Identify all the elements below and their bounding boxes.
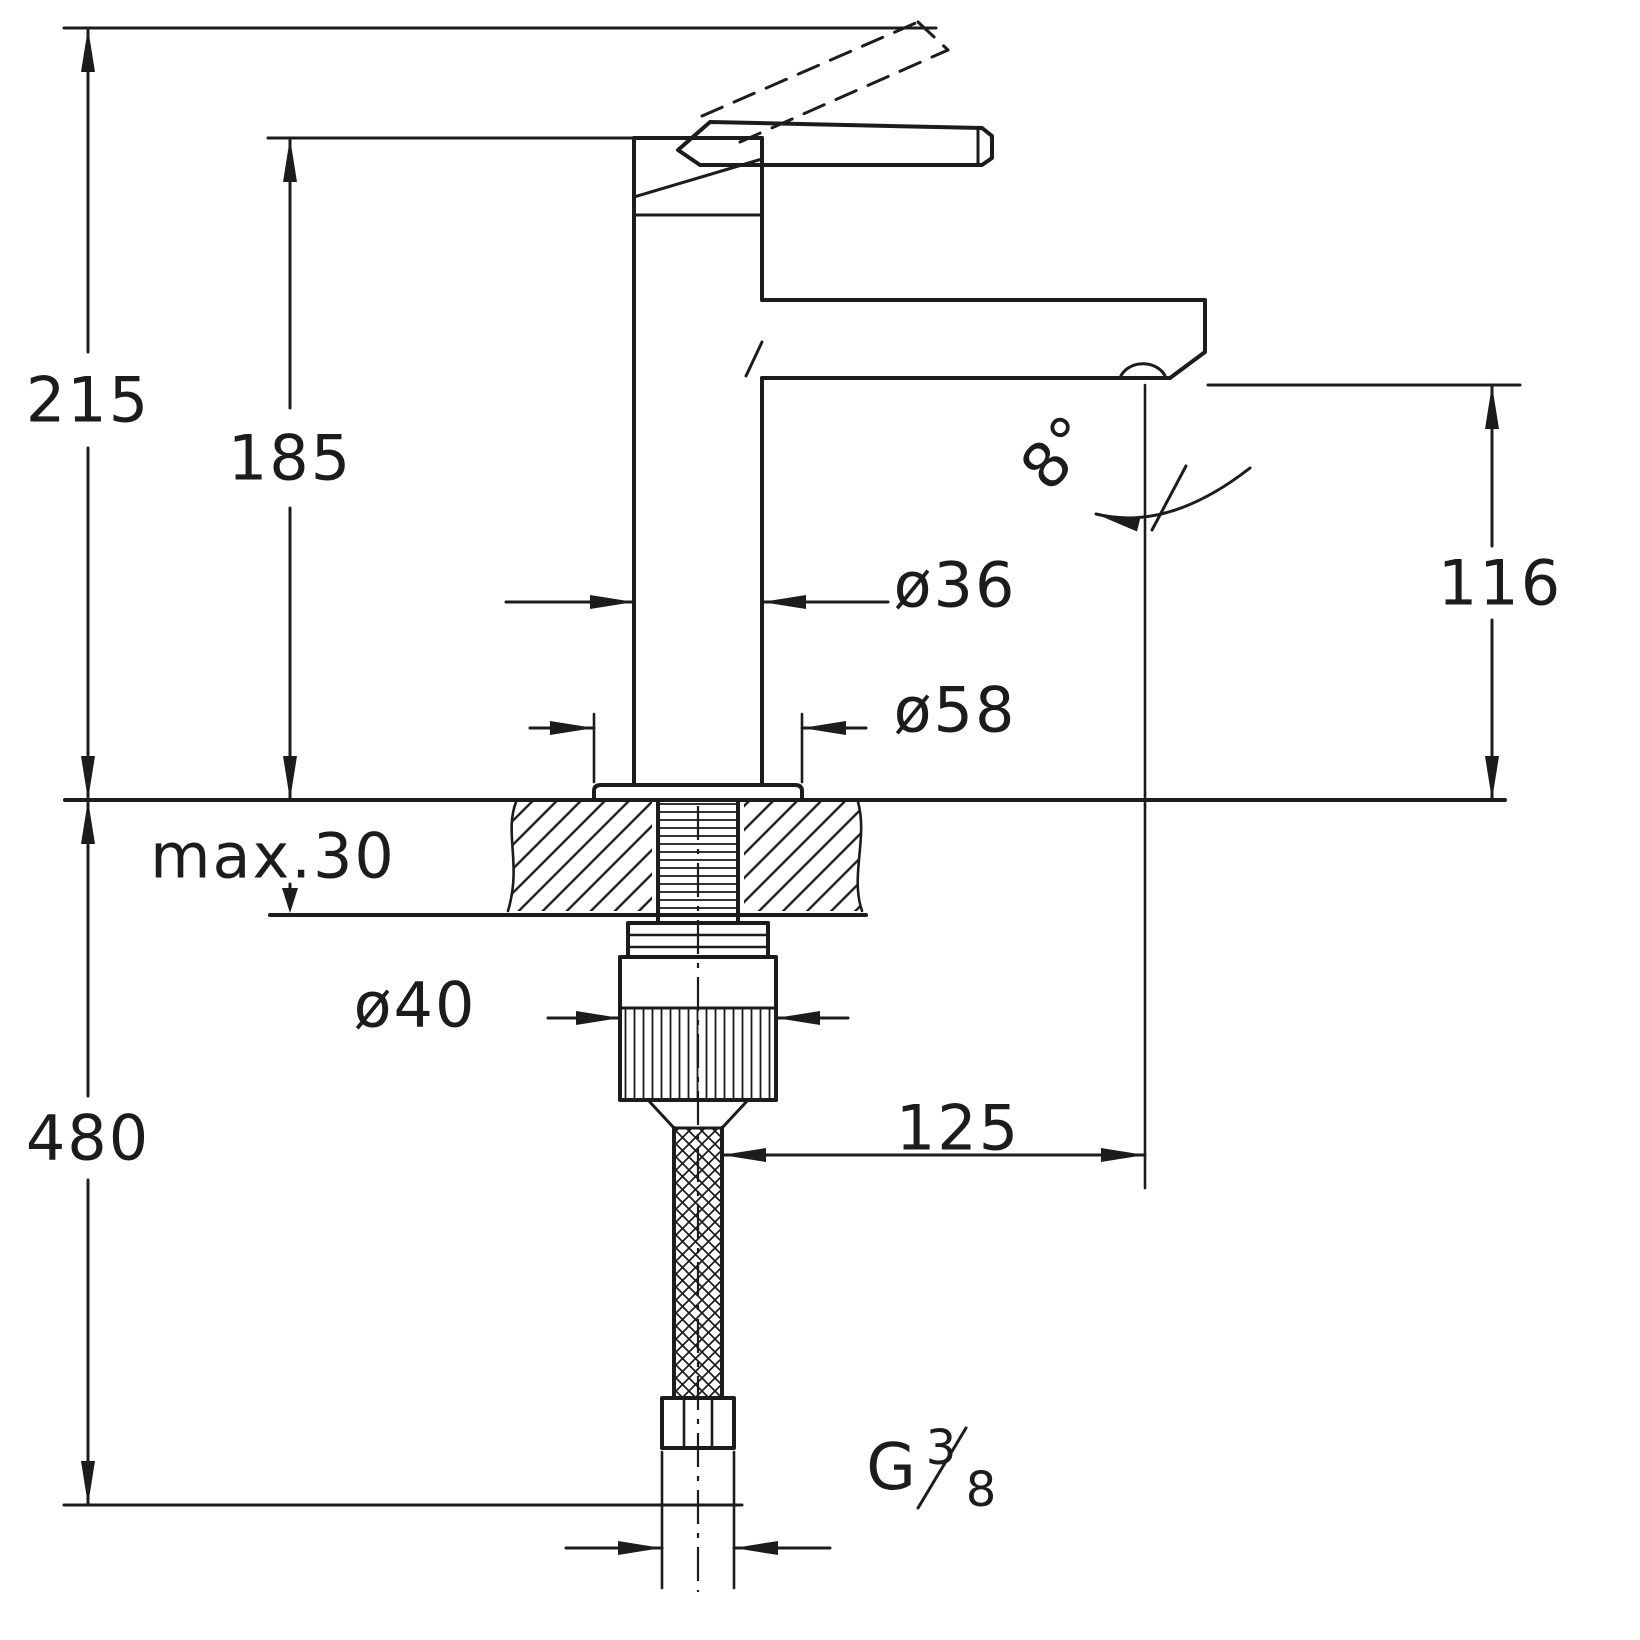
spout [744,298,1207,380]
dim-spout-height: 116 [1438,547,1562,620]
faucet-body [592,136,804,802]
mounting-shank [656,798,740,925]
small-arrow-down [282,888,298,913]
angle-arc [1094,466,1252,532]
dim-spout-reach: 125 [896,1092,1020,1165]
spout-junction-line [744,340,764,378]
mounting-nut [618,955,778,1130]
nut-taper-left [646,1098,676,1130]
angle-leg-line [1150,464,1188,532]
counter-break-edge-right [856,800,864,913]
dim-base-diameter: ø58 [894,674,1017,747]
dim-thread-prefix: G [866,1431,918,1505]
dim-spout-angle: 8° [1006,400,1110,504]
counter-hatch-right [744,802,862,911]
dim-overall-height: 215 [26,364,150,437]
nut-taper-right [720,1098,750,1130]
dim-nut-diameter: ø40 [354,969,477,1042]
dim-thread-numerator: 3 [926,1420,959,1476]
dim-hose-length: 480 [26,1102,150,1175]
lever-handle [676,120,994,167]
counter-hatch-left [508,802,652,911]
aerator-outlet [1118,362,1168,380]
dim-max-counter-thickness: max.30 [150,820,396,893]
countertop-section [63,798,1507,917]
fraction-slash [916,1426,968,1510]
dim-body-height: 185 [228,422,352,495]
dim-thread-denominator: 8 [966,1462,999,1518]
dim-body-diameter: ø36 [894,549,1017,622]
base-flange [592,783,804,802]
counter-break-edge-left [506,800,518,913]
